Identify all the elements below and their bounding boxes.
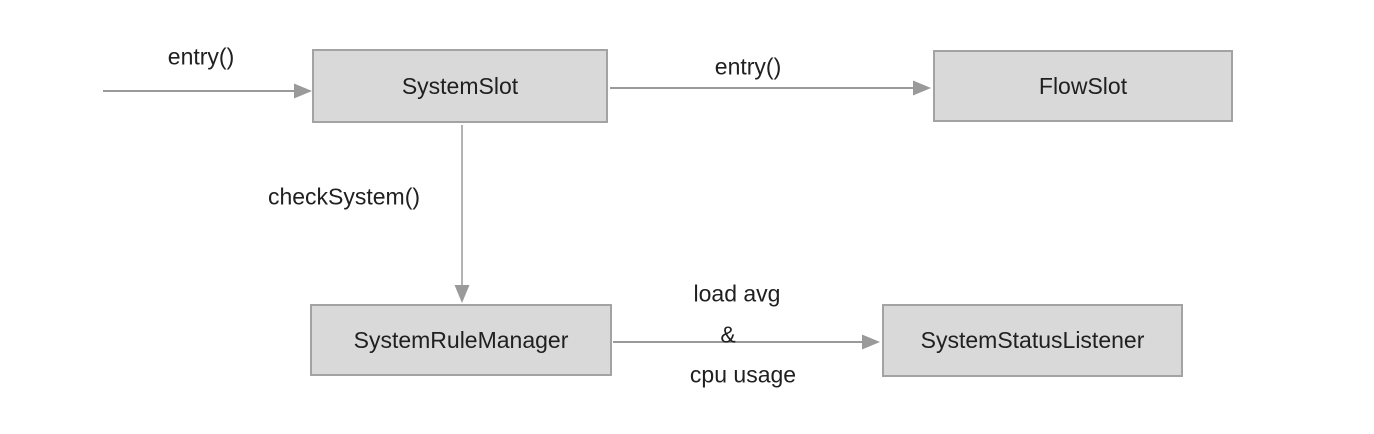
edge-systemslot-to-systemrulemanager-arrow: [454, 125, 470, 303]
node-flow-slot: FlowSlot: [933, 50, 1233, 122]
edge-external-to-systemslot-arrow: [103, 83, 312, 99]
edge-label-checksystem: checkSystem(): [267, 183, 421, 210]
node-system-rule-manager: SystemRuleManager: [310, 304, 612, 376]
node-system-status-listener: SystemStatusListener: [882, 304, 1183, 377]
node-system-slot: SystemSlot: [312, 49, 608, 123]
edge-systemrulemanager-to-systemstatuslistener-arrow: [613, 334, 880, 350]
edge-label-load-avg-line1: load avg: [693, 280, 781, 307]
edge-label-entry-external: entry(): [167, 43, 235, 70]
edge-label-entry-flowslot: entry(): [714, 53, 782, 80]
edge-label-load-avg-line3: cpu usage: [689, 361, 797, 388]
edge-label-load-avg-line2: &: [720, 321, 736, 348]
edge-systemslot-to-flowslot-arrow: [610, 80, 931, 96]
